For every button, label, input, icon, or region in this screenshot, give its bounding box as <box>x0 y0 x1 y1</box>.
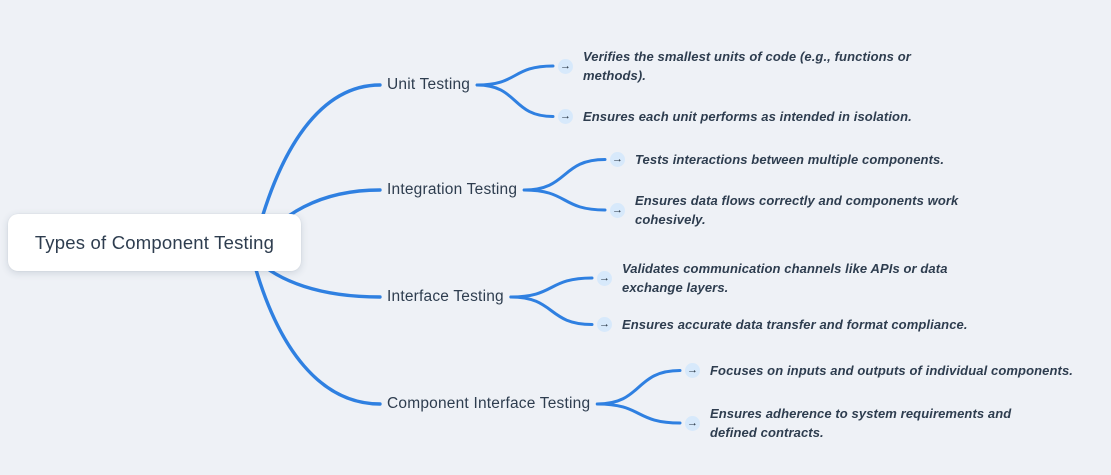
leaf-text: Ensures data flows correctly and compone… <box>635 193 959 227</box>
leaf-text: Ensures accurate data transfer and forma… <box>622 317 968 332</box>
arrow-right-icon: → <box>685 363 700 378</box>
leaf-node: → Tests interactions between multiple co… <box>610 150 944 169</box>
leaf-text: Ensures adherence to system requirements… <box>710 406 1012 440</box>
leaf-text: Tests interactions between multiple comp… <box>635 152 945 167</box>
leaf-node: → Focuses on inputs and outputs of indiv… <box>685 361 1073 380</box>
leaf-node: → Ensures data flows correctly and compo… <box>610 191 965 229</box>
leaf-node: → Verifies the smallest units of code (e… <box>558 47 943 85</box>
leaf-text: Verifies the smallest units of code (e.g… <box>583 49 911 83</box>
branch-interface-testing[interactable]: Interface Testing <box>387 288 504 305</box>
branch-integration-testing[interactable]: Integration Testing <box>387 181 518 198</box>
root-node[interactable]: Types of Component Testing <box>8 214 301 271</box>
branch-unit-testing[interactable]: Unit Testing <box>387 76 471 93</box>
leaf-node: → Ensures each unit performs as intended… <box>558 107 912 126</box>
arrow-right-icon: → <box>685 415 700 431</box>
arrow-right-icon: → <box>558 109 573 124</box>
arrow-right-icon: → <box>597 317 612 332</box>
root-node-label: Types of Component Testing <box>34 231 275 253</box>
leaf-node: → Ensures accurate data transfer and for… <box>597 315 968 334</box>
branch-component-interface-testing[interactable]: Component Interface Testing <box>387 395 591 412</box>
leaf-text: Focuses on inputs and outputs of individ… <box>710 363 1073 378</box>
arrow-right-icon: → <box>597 270 612 286</box>
arrow-right-icon: → <box>558 58 573 74</box>
leaf-text: Ensures each unit performs as intended i… <box>583 109 912 124</box>
leaf-node: → Validates communication channels like … <box>597 259 962 297</box>
leaf-node: → Ensures adherence to system requiremen… <box>685 404 1060 442</box>
arrow-right-icon: → <box>610 152 625 167</box>
leaf-text: Validates communication channels like AP… <box>622 261 948 295</box>
arrow-right-icon: → <box>610 202 625 218</box>
